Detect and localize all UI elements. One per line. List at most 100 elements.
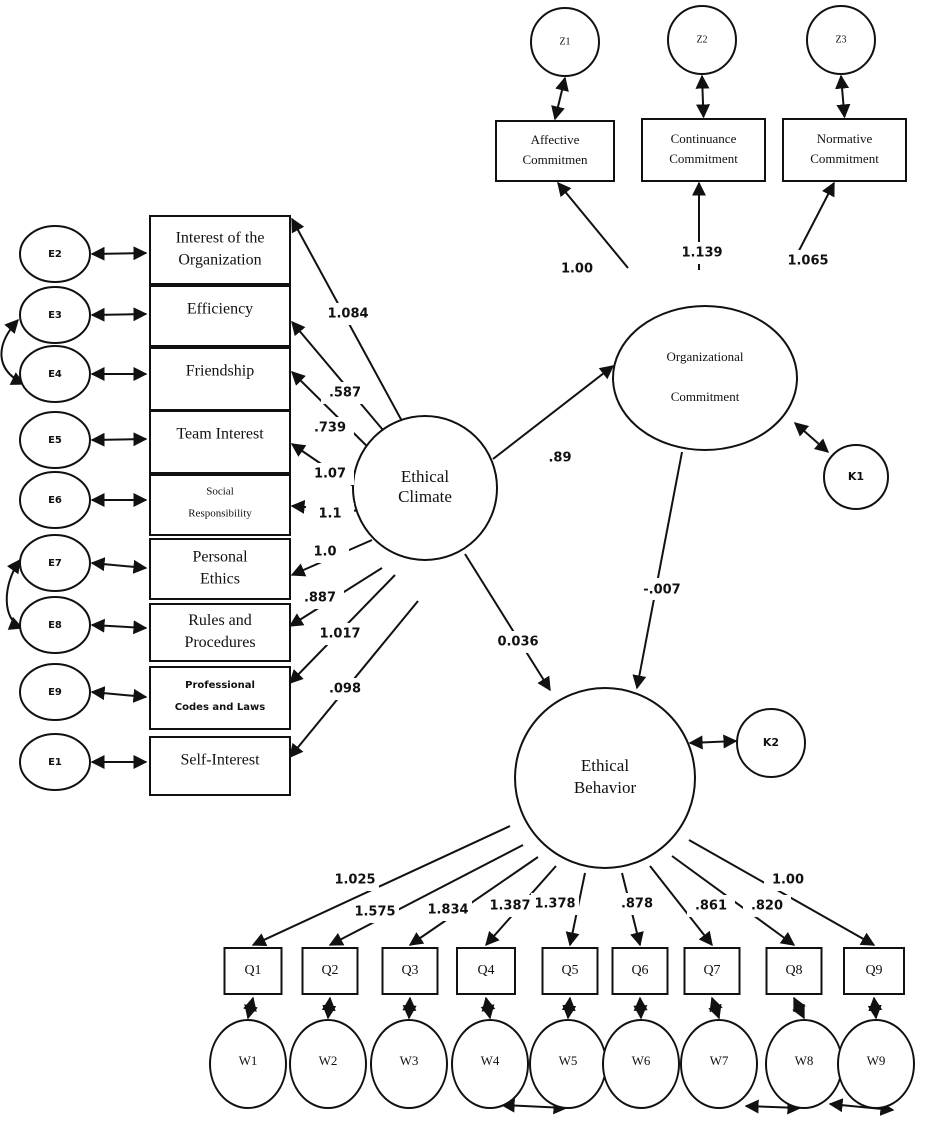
- z1-covariance-arrow: [551, 76, 569, 121]
- behavior-loading-label: .878: [621, 897, 653, 912]
- z2-label: Z2: [696, 34, 707, 45]
- climate-indicator-label: Personal: [192, 549, 248, 566]
- climate-indicator-label: Interest of the: [176, 230, 265, 247]
- climate-indicator-label: Friendship: [186, 363, 254, 380]
- behavior-loading-label: .861: [695, 899, 727, 914]
- climate-indicator-box: [149, 666, 291, 730]
- commitment-indicator-box: [641, 118, 766, 182]
- commitment-indicator-label: Continuance: [671, 131, 737, 146]
- e2-covariance-arrow: [90, 246, 148, 261]
- climate-to-commitment-arrow: [492, 365, 615, 460]
- q7-label: Q7: [703, 963, 720, 978]
- w8-w9-covariance-arrow: [828, 1098, 895, 1116]
- w1-label: W1: [239, 1053, 258, 1068]
- k2-label: K2: [763, 736, 779, 749]
- e9-covariance-arrow: [90, 686, 148, 703]
- ethical-climate-node: [352, 415, 498, 561]
- w6-label: W6: [632, 1053, 651, 1068]
- climate-indicator-box: [149, 285, 291, 347]
- climate-indicator-label: Ethics: [200, 571, 240, 588]
- climate-indicator-box: [149, 410, 291, 474]
- e3-error-node: [19, 286, 91, 344]
- w9-label: W9: [867, 1053, 886, 1068]
- q2-label: Q2: [321, 963, 338, 978]
- q6-label: Q6: [631, 963, 648, 978]
- w4-error-node: [451, 1019, 529, 1109]
- q4-indicator-box: [456, 947, 516, 995]
- climate-indicator-box: [149, 474, 291, 536]
- ethical-climate-label: Climate: [398, 487, 452, 506]
- e9-error-node: [19, 663, 91, 721]
- w9-covariance-arrow: [867, 996, 883, 1020]
- commitment-loading-label: 1.00: [561, 262, 593, 277]
- behavior-loading-arrow: [408, 856, 539, 946]
- climate-loading-label: .098: [329, 682, 361, 697]
- w2-error-node: [289, 1019, 367, 1109]
- z3-error-node: [806, 5, 876, 75]
- behavior-loading-arrow: [688, 839, 876, 946]
- climate-loading-label: .739: [314, 421, 346, 436]
- w5-covariance-arrow: [561, 996, 577, 1020]
- behavior-loading-label: 1.575: [354, 905, 395, 920]
- climate-indicator-box: [149, 603, 291, 662]
- e7-e8-covariance-arrow: [5, 558, 24, 630]
- behavior-loading-label: 1.00: [772, 873, 804, 888]
- e7-error-node: [19, 534, 91, 592]
- behavior-loading-label: 1.834: [427, 903, 468, 918]
- commitment-indicator-label: Commitmen: [523, 152, 589, 167]
- q8-indicator-box: [765, 947, 823, 995]
- z2-error-node: [667, 5, 737, 75]
- climate-loading-label: 1.0: [313, 545, 336, 560]
- z1-label: Z1: [559, 36, 570, 47]
- climate-to-commitment-label: .89: [548, 451, 571, 466]
- climate-indicator-box: [149, 215, 291, 285]
- climate-indicator-label: Self-Interest: [180, 752, 260, 769]
- w1-error-node: [209, 1019, 287, 1109]
- w1-covariance-arrow: [243, 996, 258, 1020]
- e8-label: E8: [48, 620, 62, 631]
- climate-indicator-box: [149, 538, 291, 600]
- w8-covariance-arrow: [792, 996, 806, 1020]
- behavior-loading-label: 1.378: [534, 897, 575, 912]
- q4-label: Q4: [477, 963, 494, 978]
- k2-covariance-arrow: [688, 734, 738, 750]
- w2-covariance-arrow: [321, 996, 337, 1020]
- q9-label: Q9: [865, 963, 882, 978]
- climate-indicator-label: Professional: [185, 680, 255, 691]
- climate-indicator-label: Procedures: [184, 634, 255, 651]
- e8-covariance-arrow: [90, 618, 148, 635]
- q6-indicator-box: [611, 947, 669, 995]
- commitment-indicator-label: Commitment: [669, 151, 738, 166]
- e2-error-node: [19, 225, 91, 283]
- organizational-commitment-label: Organizational: [666, 349, 743, 364]
- ethical-behavior-label: Ethical: [581, 756, 629, 775]
- e3-label: E3: [48, 310, 62, 321]
- e5-error-node: [19, 411, 91, 469]
- e8-error-node: [19, 596, 91, 654]
- commitment-indicator-label: Normative: [817, 131, 873, 146]
- climate-indicator-label: Social: [206, 486, 234, 498]
- commitment-indicator-box: [782, 118, 907, 182]
- w7-covariance-arrow: [708, 996, 723, 1020]
- ethical-climate-label: Ethical: [401, 467, 449, 486]
- behavior-loading-label: 1.025: [334, 873, 375, 888]
- commitment-loading-label: 1.139: [681, 246, 722, 261]
- z1-error-node: [530, 7, 600, 77]
- climate-indicator-label: Organization: [178, 252, 261, 269]
- commitment-to-behavior-label: -.007: [643, 583, 680, 598]
- e6-label: E6: [48, 495, 62, 506]
- e4-label: E4: [48, 369, 62, 380]
- commitment-indicator-label: Commitment: [810, 151, 879, 166]
- e2-label: E2: [48, 249, 62, 260]
- w4-covariance-arrow: [480, 996, 496, 1020]
- q3-label: Q3: [401, 963, 418, 978]
- e1-error-node: [19, 733, 91, 791]
- q1-label: Q1: [244, 963, 261, 978]
- climate-loading-label: 1.084: [327, 307, 368, 322]
- climate-indicator-label: Codes and Laws: [175, 702, 265, 713]
- w7-label: W7: [710, 1053, 729, 1068]
- e4-error-node: [19, 345, 91, 403]
- climate-indicator-label: Responsibility: [188, 508, 252, 520]
- e7-label: E7: [48, 558, 62, 569]
